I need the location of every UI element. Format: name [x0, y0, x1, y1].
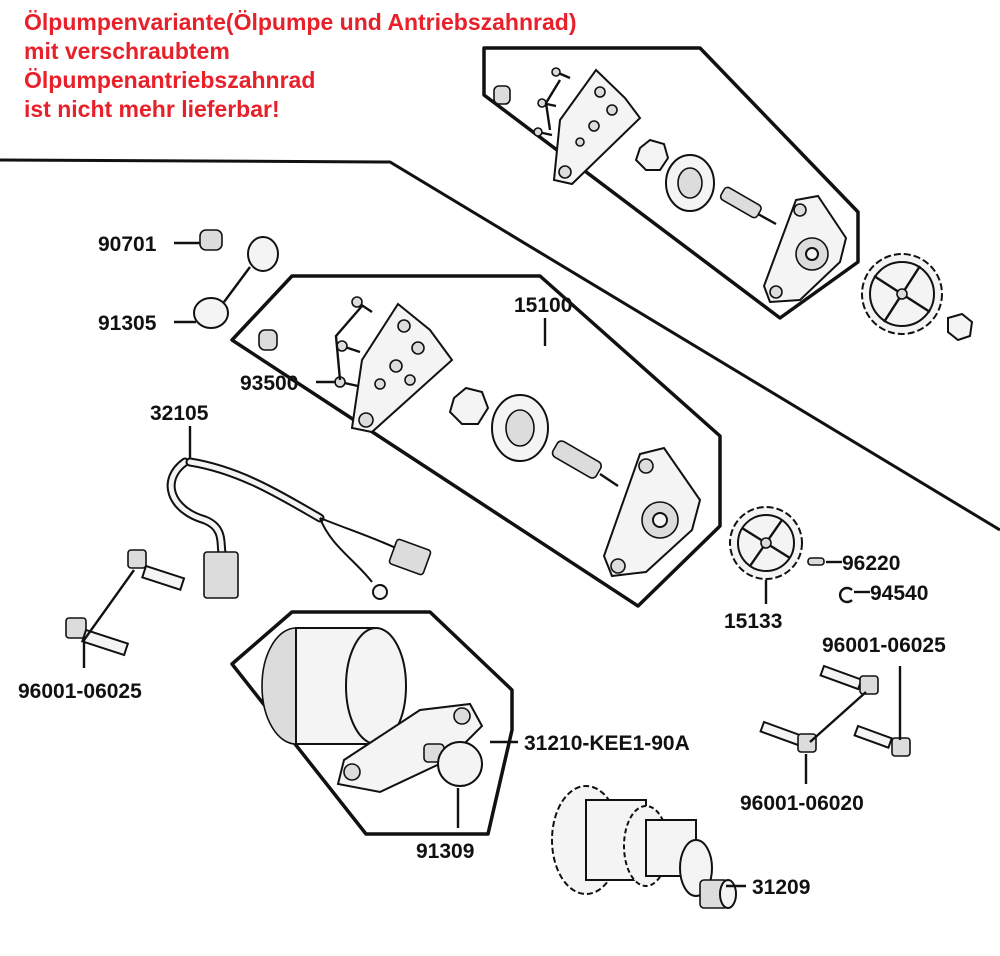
old-dowel-pin: [493, 85, 511, 105]
label-15133: 15133: [724, 610, 782, 633]
label-91309: 91309: [416, 840, 474, 863]
notice-line-1: Ölpumpenvariante(Ölpumpe und Antriebszah…: [24, 9, 577, 35]
label-96001-06020: 96001-06020: [740, 792, 864, 815]
label-32105: 32105: [150, 402, 209, 425]
old-inner-rotor: [634, 138, 670, 171]
dowel-pin-90701: [199, 229, 223, 251]
old-drive-sprocket: [861, 253, 943, 335]
label-15100: 15100: [514, 294, 572, 317]
oil-pump-assembly-frame: [230, 274, 722, 608]
starter-motor-frame: [230, 610, 514, 836]
drive-sprocket-15133: [729, 506, 803, 580]
bolt-right-lower: [853, 724, 911, 757]
label-96001-06025-right: 96001-06025: [822, 634, 946, 657]
notice-line-2: mit verschraubtem: [24, 38, 230, 64]
ground-terminal: [372, 584, 388, 600]
connector-large: [203, 551, 239, 599]
wire-harness-32105: [166, 457, 432, 600]
label-31209: 31209: [752, 876, 810, 899]
inner-rotor: [448, 386, 490, 425]
old-variant-frame: [482, 46, 860, 320]
label-94540: 94540: [870, 582, 928, 605]
starter-motor-31210: [261, 627, 484, 794]
o-ring-91305: [193, 297, 229, 329]
clip-94540: [838, 586, 853, 604]
old-pump-shaft: [719, 186, 777, 226]
bolt-left-upper: [127, 549, 186, 592]
label-91305: 91305: [98, 312, 157, 335]
o-ring-91309: [437, 741, 483, 787]
old-oil-pump-group: [482, 46, 860, 320]
dowel-pin: [258, 329, 278, 351]
screws-93500: [334, 296, 373, 388]
label-93500: 93500: [240, 372, 298, 395]
oil-pump-assembly-parts: [258, 296, 702, 578]
pump-shaft: [551, 440, 619, 487]
notice-line-4: ist nicht mehr lieferbar!: [24, 96, 280, 122]
label-90701: 90701: [98, 233, 157, 256]
availability-notice: Ölpumpenvariante(Ölpumpe und Antriebszah…: [24, 8, 576, 124]
notice-line-3: Ölpumpenantriebszahnrad: [24, 67, 316, 93]
bolt-right-top: [819, 664, 879, 695]
label-96001-06025-left: 96001-06025: [18, 680, 142, 703]
o-ring-upper: [247, 236, 279, 272]
label-31210: 31210-KEE1-90A: [524, 732, 690, 755]
old-screws: [533, 67, 571, 137]
pin-96220: [807, 557, 825, 566]
old-nut: [947, 312, 974, 342]
bolt-right-middle: [759, 720, 817, 753]
starter-clutch-31209: [551, 785, 737, 909]
bolt-left-lower: [65, 617, 130, 657]
connector-small: [388, 538, 432, 576]
divider-line: [0, 158, 1000, 532]
label-96220: 96220: [842, 552, 900, 575]
